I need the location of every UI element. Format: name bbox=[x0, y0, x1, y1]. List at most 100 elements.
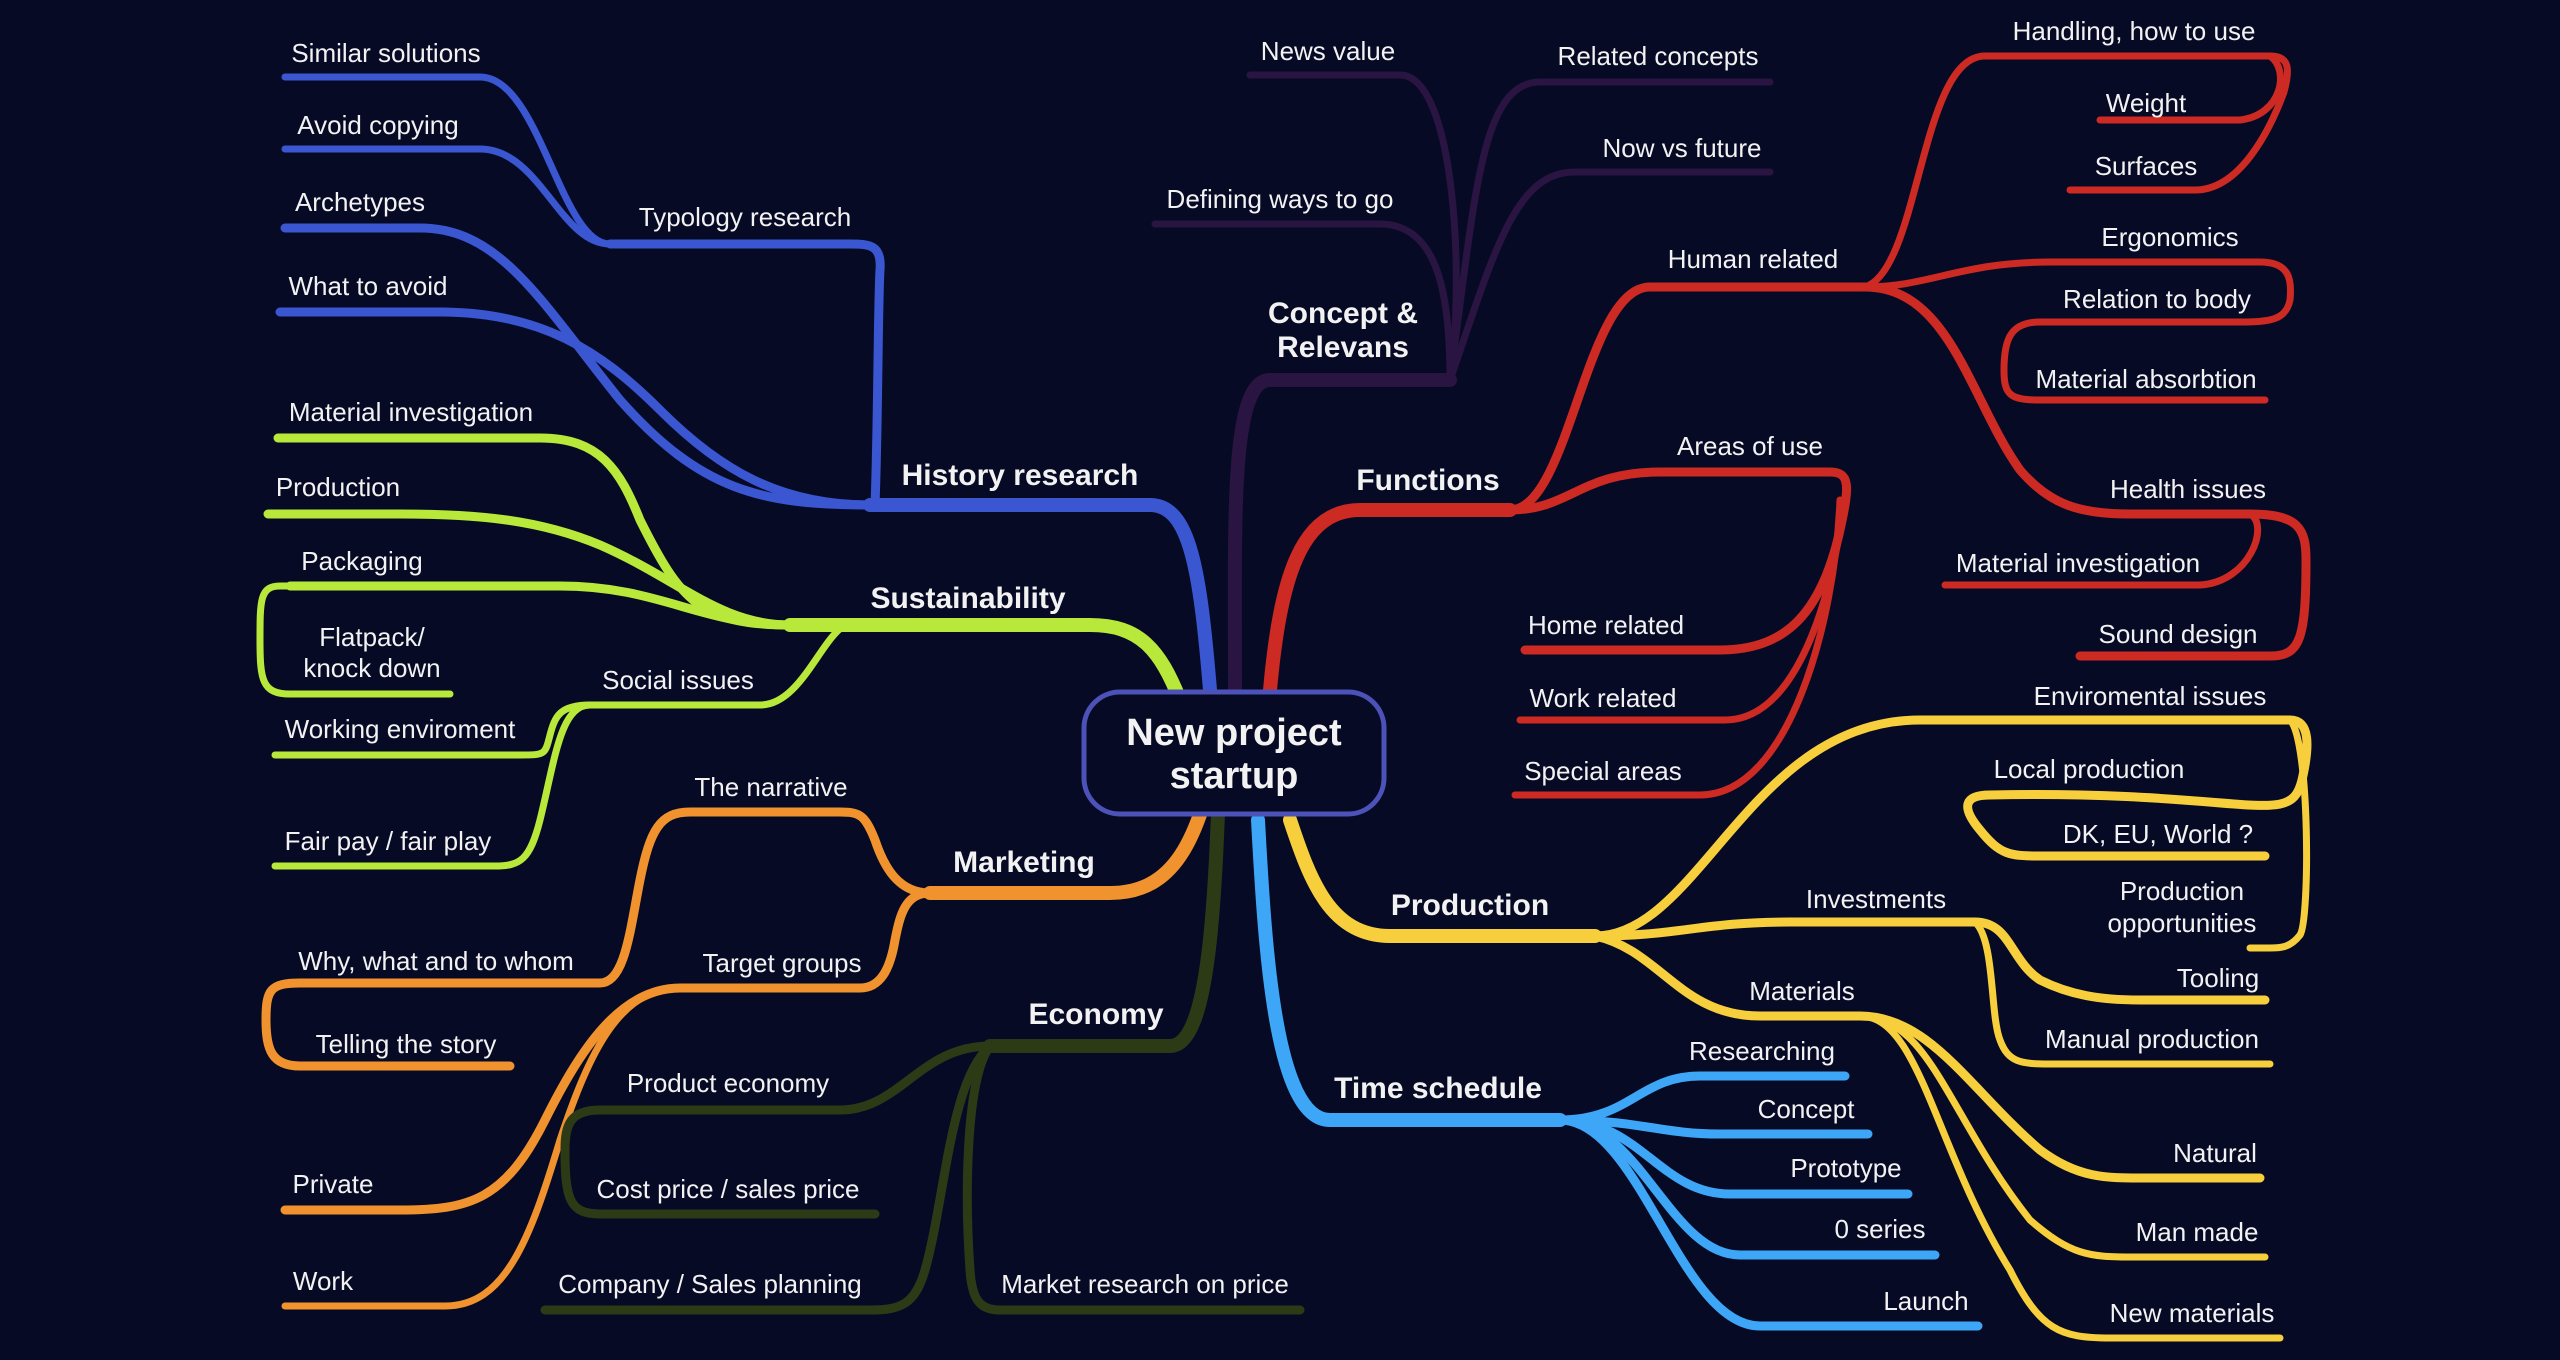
connector-health bbox=[1860, 282, 2311, 661]
node-product-economy[interactable]: Product economy bbox=[627, 1068, 829, 1098]
connector-avoid-copying bbox=[281, 145, 614, 248]
node-now-vs-future[interactable]: Now vs future bbox=[1603, 133, 1762, 163]
node-cost-price[interactable]: Cost price / sales price bbox=[597, 1174, 860, 1204]
connector-areas-of-use bbox=[1505, 467, 1852, 655]
node-material-investigation-s[interactable]: Material investigation bbox=[289, 397, 533, 427]
node-environmental[interactable]: Enviromental issues bbox=[2034, 681, 2267, 711]
connector-social bbox=[271, 621, 849, 759]
node-fair-pay[interactable]: Fair pay / fair play bbox=[285, 826, 492, 856]
center-title-line2: startup bbox=[1170, 755, 1299, 797]
node-sound-design[interactable]: Sound design bbox=[2098, 619, 2257, 649]
branch-label-functions[interactable]: Functions bbox=[1356, 464, 1499, 497]
node-production-opportunities-2[interactable]: opportunities bbox=[2108, 908, 2257, 938]
branch-label-production[interactable]: Production bbox=[1391, 889, 1549, 922]
branch-label-marketing[interactable]: Marketing bbox=[953, 846, 1095, 879]
connector-archetypes bbox=[280, 223, 875, 510]
connector-launch bbox=[1555, 1115, 1983, 1331]
center-node-box[interactable] bbox=[1081, 689, 1387, 817]
connector-packaging bbox=[285, 581, 795, 630]
node-human-related[interactable]: Human related bbox=[1668, 244, 1839, 274]
node-flatpack-line2[interactable]: knock down bbox=[303, 653, 440, 683]
node-production-s[interactable]: Production bbox=[276, 472, 400, 502]
node-surfaces[interactable]: Surfaces bbox=[2095, 151, 2198, 181]
node-local-production[interactable]: Local production bbox=[1994, 754, 2185, 784]
branch-label-concept-2[interactable]: Relevans bbox=[1277, 331, 1409, 364]
connector-company-planning bbox=[540, 1041, 995, 1315]
node-tooling[interactable]: Tooling bbox=[2177, 963, 2259, 993]
branch-label-sustainability[interactable]: Sustainability bbox=[870, 582, 1065, 615]
connector-man-made bbox=[1856, 1012, 2269, 1261]
node-new-materials[interactable]: New materials bbox=[2110, 1298, 2275, 1328]
node-target-groups[interactable]: Target groups bbox=[703, 948, 862, 978]
connector-manual-production bbox=[1971, 918, 2274, 1068]
connector-defining-ways bbox=[1151, 220, 1454, 384]
branch-label-history[interactable]: History research bbox=[902, 459, 1139, 492]
connector-investments bbox=[1590, 917, 2270, 1005]
node-work[interactable]: Work bbox=[293, 1266, 354, 1296]
connector-narrative bbox=[261, 807, 935, 1071]
branch-label-economy[interactable]: Economy bbox=[1028, 998, 1163, 1031]
node-material-absorption[interactable]: Material absorbtion bbox=[2035, 364, 2256, 394]
node-launch[interactable]: Launch bbox=[1883, 1286, 1968, 1316]
node-handling[interactable]: Handling, how to use bbox=[2013, 16, 2256, 46]
branch-history-research bbox=[275, 73, 1217, 697]
node-private[interactable]: Private bbox=[293, 1169, 374, 1199]
node-what-to-avoid[interactable]: What to avoid bbox=[289, 271, 448, 301]
node-defining-ways[interactable]: Defining ways to go bbox=[1167, 184, 1394, 214]
node-similar-solutions[interactable]: Similar solutions bbox=[291, 38, 480, 68]
node-weight[interactable]: Weight bbox=[2106, 88, 2187, 118]
node-researching[interactable]: Researching bbox=[1689, 1036, 1835, 1066]
node-social-issues[interactable]: Social issues bbox=[602, 665, 754, 695]
connector-ergonomics bbox=[1861, 258, 2294, 404]
node-dk-eu-world[interactable]: DK, EU, World ? bbox=[2063, 819, 2253, 849]
node-concept-t[interactable]: Concept bbox=[1758, 1094, 1856, 1124]
node-working-environment[interactable]: Working enviroment bbox=[285, 714, 517, 744]
connector-concept-main bbox=[1227, 373, 1457, 697]
connector-weight bbox=[2096, 52, 2284, 124]
branch-label-concept-1[interactable]: Concept & bbox=[1268, 297, 1418, 330]
node-home-related[interactable]: Home related bbox=[1528, 610, 1684, 640]
branch-sustainability bbox=[256, 433, 1187, 870]
node-material-investigation-f[interactable]: Material investigation bbox=[1956, 548, 2200, 578]
connector-new-materials bbox=[1856, 1012, 2284, 1342]
connector-functions-main bbox=[1263, 503, 1517, 697]
connector-related-concepts bbox=[1446, 78, 1774, 384]
connector-work bbox=[281, 984, 684, 1310]
node-areas-of-use[interactable]: Areas of use bbox=[1677, 431, 1823, 461]
node-why-what-whom[interactable]: Why, what and to whom bbox=[298, 946, 574, 976]
node-ergonomics[interactable]: Ergonomics bbox=[2101, 222, 2238, 252]
node-company-planning[interactable]: Company / Sales planning bbox=[558, 1269, 862, 1299]
center-node[interactable]: New project startup bbox=[1081, 689, 1387, 817]
connector-material-investigation bbox=[273, 433, 795, 630]
node-news-value[interactable]: News value bbox=[1261, 36, 1395, 66]
connector-what-to-avoid bbox=[275, 307, 875, 510]
connector-special-areas bbox=[1511, 496, 1844, 799]
connector-market-research bbox=[962, 1041, 1305, 1315]
node-materials[interactable]: Materials bbox=[1749, 976, 1854, 1006]
node-avoid-copying[interactable]: Avoid copying bbox=[297, 110, 458, 140]
node-special-areas[interactable]: Special areas bbox=[1524, 756, 1682, 786]
node-flatpack-line1[interactable]: Flatpack/ bbox=[319, 622, 425, 652]
node-market-research[interactable]: Market research on price bbox=[1001, 1269, 1289, 1299]
node-prototype[interactable]: Prototype bbox=[1790, 1153, 1901, 1183]
connector-history-main bbox=[863, 498, 1217, 697]
node-health-issues[interactable]: Health issues bbox=[2110, 474, 2266, 504]
node-investments[interactable]: Investments bbox=[1806, 884, 1946, 914]
node-archetypes[interactable]: Archetypes bbox=[295, 187, 425, 217]
node-the-narrative[interactable]: The narrative bbox=[694, 772, 847, 802]
node-relation-body[interactable]: Relation to body bbox=[2063, 284, 2251, 314]
branch-production bbox=[1283, 715, 2312, 1342]
node-telling-story[interactable]: Telling the story bbox=[316, 1029, 497, 1059]
node-production-opportunities-1[interactable]: Production bbox=[2120, 876, 2244, 906]
branch-label-time-schedule[interactable]: Time schedule bbox=[1334, 1072, 1542, 1105]
node-related-concepts[interactable]: Related concepts bbox=[1558, 41, 1759, 71]
node-packaging[interactable]: Packaging bbox=[301, 546, 422, 576]
node-man-made[interactable]: Man made bbox=[2136, 1217, 2259, 1247]
node-manual-production[interactable]: Manual production bbox=[2045, 1024, 2259, 1054]
node-zero-series[interactable]: 0 series bbox=[1834, 1214, 1925, 1244]
node-typology-research[interactable]: Typology research bbox=[639, 202, 851, 232]
node-work-related[interactable]: Work related bbox=[1530, 683, 1677, 713]
node-natural[interactable]: Natural bbox=[2173, 1138, 2257, 1168]
connector-human-related bbox=[1505, 282, 1870, 515]
connector-time-main bbox=[1251, 813, 1567, 1127]
